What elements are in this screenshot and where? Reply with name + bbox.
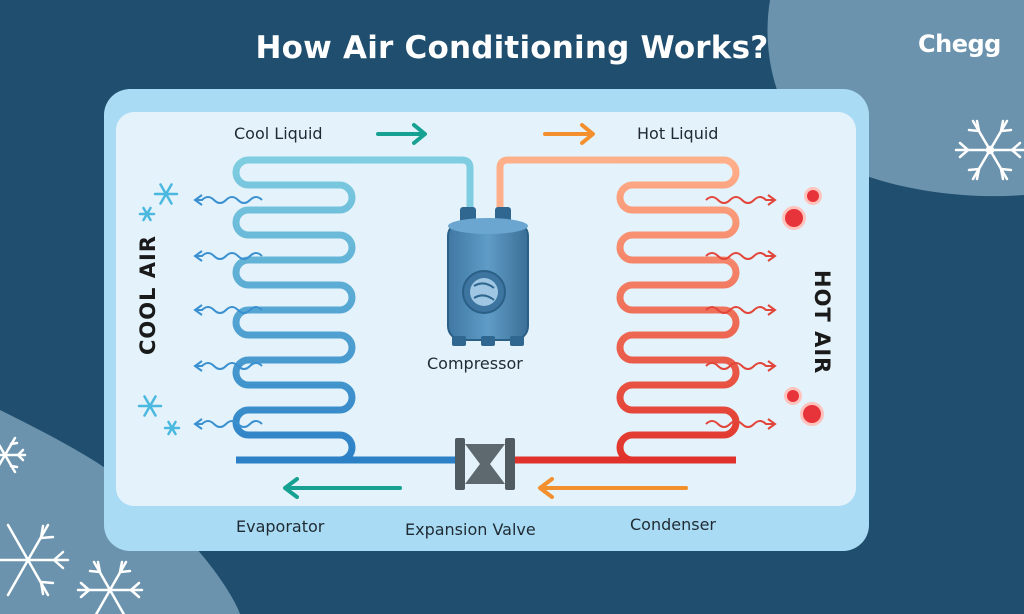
snowflake-icon <box>0 523 70 597</box>
cool-flow-arrow <box>376 123 427 145</box>
hot-side-dots <box>782 187 824 426</box>
wavy-arrow-head <box>193 418 203 430</box>
wavy-arrow-head <box>193 360 203 372</box>
wavy-arrow-icon <box>705 196 774 204</box>
snowflake-icon <box>137 395 163 417</box>
hot-dot-core <box>807 190 819 202</box>
return-flow-arrow-right <box>538 477 688 499</box>
wavy-arrow-icon <box>196 306 263 314</box>
cool-side-snowflakes <box>137 183 181 436</box>
wavy-arrow-head <box>193 250 203 262</box>
wavy-arrow-icon <box>705 362 774 370</box>
evaporator-label: Evaporator <box>236 517 325 536</box>
wavy-arrow-head <box>193 304 203 316</box>
brand-logo: Chegg <box>918 30 1001 58</box>
condenser-pipe <box>616 156 740 464</box>
wavy-arrow-icon <box>196 252 263 260</box>
wavy-arrow-head <box>767 250 777 262</box>
condenser-coil <box>496 156 740 464</box>
wavy-arrow-icon <box>705 306 774 314</box>
expansion-valve-label: Expansion Valve <box>405 520 536 539</box>
snowflake-icon <box>138 206 156 222</box>
hot-air-label: HOT AIR <box>810 270 834 375</box>
cool-liquid-pipe <box>352 156 474 212</box>
hot-liquid-pipe <box>496 156 620 212</box>
cool-air-label: COOL AIR <box>136 234 160 355</box>
air-flow-arrows <box>193 194 777 430</box>
snowflake-icon <box>0 436 27 474</box>
wavy-arrow-head <box>767 194 777 206</box>
snowflake-icon <box>954 119 1024 181</box>
valve-icon <box>455 438 515 490</box>
wavy-arrow-head <box>767 304 777 316</box>
evaporator-pipe <box>232 156 356 464</box>
condenser-label: Condenser <box>630 515 716 534</box>
wavy-arrow-head <box>193 194 203 206</box>
compressor-label: Compressor <box>427 354 523 373</box>
wavy-arrow-icon <box>705 420 774 428</box>
page-title: How Air Conditioning Works? <box>255 30 769 66</box>
hot-flow-arrow <box>543 123 595 145</box>
evaporator-coil <box>232 156 474 464</box>
hot-dot-core <box>803 405 821 423</box>
hot-liquid-label: Hot Liquid <box>637 124 719 143</box>
wavy-arrow-icon <box>196 362 263 370</box>
return-flow-arrow-left <box>283 477 402 499</box>
wavy-arrow-icon <box>196 196 263 204</box>
hot-dot-core <box>785 209 803 227</box>
snowflake-icon <box>76 560 144 614</box>
cool-liquid-label: Cool Liquid <box>234 124 323 143</box>
snowflake-icon <box>163 420 181 436</box>
wavy-arrow-head <box>767 418 777 430</box>
snowflake-icon <box>153 183 179 205</box>
wavy-arrow-head <box>767 360 777 372</box>
wavy-arrow-icon <box>705 252 774 260</box>
wavy-arrow-icon <box>196 420 263 428</box>
hot-dot-core <box>787 390 799 402</box>
compressor-icon <box>447 207 529 346</box>
